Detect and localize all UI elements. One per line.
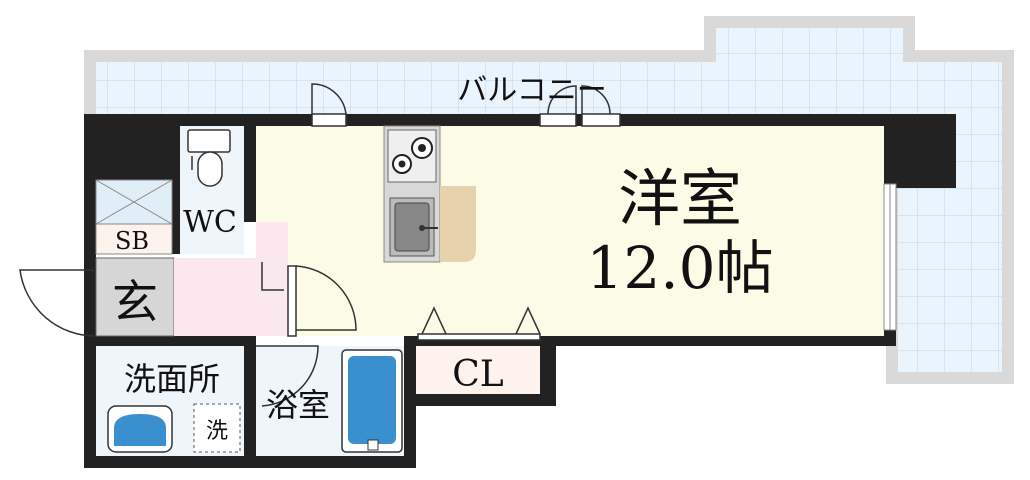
walls (84, 114, 956, 468)
bath-door (256, 345, 319, 407)
closet-floor (416, 346, 540, 394)
hall-side (256, 222, 288, 258)
entrance-label: 玄 (112, 275, 158, 329)
bathtub-icon (341, 349, 403, 453)
room-door (261, 262, 357, 337)
washroom-label: 洗面所 (124, 360, 220, 398)
washbasin-icon (107, 405, 173, 453)
sink-icon (389, 197, 438, 257)
stove-icon (387, 129, 437, 183)
closet-doors (417, 306, 541, 341)
balcony-label: バルコニー (457, 73, 606, 108)
entrance-door (19, 269, 97, 337)
storage-box (95, 179, 173, 255)
sb-label: SB (115, 227, 149, 255)
room-size: 12.0帖 (586, 234, 773, 302)
wc-label: WC (183, 205, 237, 240)
western-room-floor (256, 126, 884, 336)
bath-label: 浴室 (266, 386, 330, 424)
closet-label: CL (452, 354, 504, 395)
balcony-doors (311, 83, 621, 127)
toilet-icon (187, 129, 231, 187)
entrance-floor (95, 257, 175, 337)
washer-space-icon (193, 403, 241, 453)
washer-label: 洗 (206, 419, 228, 444)
hall-floor (174, 258, 288, 336)
room-name: 洋室 (618, 162, 742, 235)
